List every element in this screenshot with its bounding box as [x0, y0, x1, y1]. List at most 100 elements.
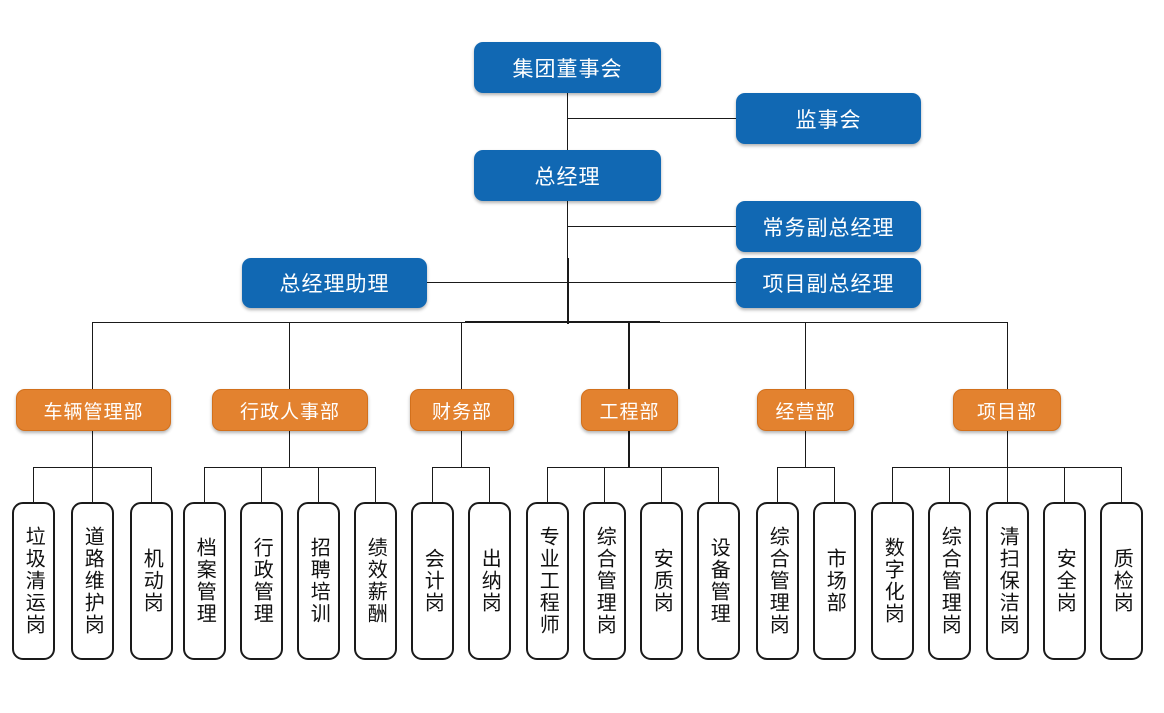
- connector-gm-assistant-to-project-deputy: [427, 282, 736, 283]
- connector-leaf-16: [892, 467, 893, 502]
- connector-dept-3-drop: [461, 430, 462, 467]
- leaf-position-box[interactable]: 行政管理: [240, 502, 283, 660]
- leaf-position-box[interactable]: 专业工程师: [526, 502, 569, 660]
- connector-leaf-14: [777, 467, 778, 502]
- node-board-of-directors[interactable]: 集团董事会: [474, 42, 661, 93]
- leaf-position-box[interactable]: 出纳岗: [468, 502, 511, 660]
- connector-dept-6-drop: [1007, 430, 1008, 467]
- connector-leaf-20: [1121, 467, 1122, 502]
- leaf-position-box[interactable]: 垃圾清运岗: [12, 502, 55, 660]
- leaf-position-box[interactable]: 绩效薪酬: [354, 502, 397, 660]
- department-label: 行政人事部: [239, 401, 340, 423]
- department-label: 工程部: [599, 401, 660, 423]
- leaf-position-box[interactable]: 数字化岗: [871, 502, 914, 660]
- leaf-position-label: 行政管理: [250, 537, 275, 625]
- leaf-position-label: 会计岗: [421, 548, 446, 614]
- leaf-position-label: 档案管理: [193, 537, 218, 625]
- connector-dept-1-drop: [92, 430, 93, 467]
- node-department-operations[interactable]: 经营部: [757, 389, 854, 431]
- leaf-position-box[interactable]: 档案管理: [183, 502, 226, 660]
- leaf-position-label: 综合管理岗: [593, 526, 618, 636]
- node-gm-assistant[interactable]: 总经理助理: [242, 258, 427, 308]
- node-general-manager[interactable]: 总经理: [474, 150, 661, 201]
- connector-leaf-17: [949, 467, 950, 502]
- node-executive-deputy-label: 常务副总经理: [762, 216, 895, 240]
- node-project-deputy-label: 项目副总经理: [762, 273, 895, 296]
- leaf-position-box[interactable]: 道路维护岗: [71, 502, 114, 660]
- connector-leaf-12: [661, 467, 662, 502]
- connector-dept-5-drop: [805, 430, 806, 467]
- connector-dept-2-drop: [289, 430, 290, 467]
- department-label: 经营部: [775, 401, 836, 423]
- leaf-position-box[interactable]: 综合管理岗: [928, 502, 971, 660]
- connector-bus-to-dept-4: [628, 322, 630, 389]
- leaf-position-box[interactable]: 招聘培训: [297, 502, 340, 660]
- connector-bus-to-dept-6: [1007, 322, 1008, 389]
- department-bus-bar-center: [465, 321, 660, 323]
- department-label: 财务部: [431, 401, 492, 423]
- leaf-position-box[interactable]: 质检岗: [1100, 502, 1143, 660]
- leaf-position-label: 垃圾清运岗: [22, 526, 47, 636]
- connector-gm-to-exec-deputy: [567, 226, 736, 227]
- connector-board-to-supervisory: [567, 118, 736, 119]
- leaf-position-label: 出纳岗: [478, 548, 503, 614]
- node-supervisory-board[interactable]: 监事会: [736, 93, 921, 144]
- leaf-position-box[interactable]: 机动岗: [130, 502, 173, 660]
- leaf-position-label: 清扫保洁岗: [996, 526, 1021, 636]
- connector-dept-4-drop: [628, 430, 630, 467]
- connector-leaf-2: [92, 467, 93, 502]
- leaf-position-label: 安全岗: [1053, 548, 1078, 614]
- leaf-position-label: 机动岗: [140, 548, 165, 614]
- connector-leaf-13: [718, 467, 719, 502]
- node-project-deputy-gm[interactable]: 项目副总经理: [736, 258, 921, 308]
- leaf-position-label: 市场部: [823, 548, 848, 614]
- node-board-label: 集团董事会: [512, 57, 623, 81]
- leaf-position-box[interactable]: 会计岗: [411, 502, 454, 660]
- leaf-position-box[interactable]: 综合管理岗: [756, 502, 799, 660]
- connector-leaf-15: [834, 467, 835, 502]
- node-department-finance[interactable]: 财务部: [410, 389, 514, 431]
- connector-leaf-6: [318, 467, 319, 502]
- department-label: 车辆管理部: [43, 401, 144, 423]
- subbus-dept-2: [204, 467, 375, 468]
- node-department-project[interactable]: 项目部: [953, 389, 1061, 431]
- leaf-position-label: 道路维护岗: [81, 526, 106, 636]
- connector-bus-to-dept-5: [805, 322, 806, 389]
- leaf-position-box[interactable]: 设备管理: [697, 502, 740, 660]
- connector-bus-to-dept-1: [92, 322, 93, 389]
- node-executive-deputy-gm[interactable]: 常务副总经理: [736, 201, 921, 252]
- node-gm-assistant-label: 总经理助理: [279, 273, 390, 296]
- connector-leaf-18: [1007, 467, 1008, 502]
- connector-leaf-7: [375, 467, 376, 502]
- node-supervisory-label: 监事会: [795, 108, 862, 132]
- node-department-admin-hr[interactable]: 行政人事部: [212, 389, 368, 431]
- leaf-position-label: 综合管理岗: [766, 526, 791, 636]
- subbus-dept-3: [432, 467, 489, 468]
- subbus-dept-5: [777, 467, 834, 468]
- connector-leaf-19: [1064, 467, 1065, 502]
- leaf-position-box[interactable]: 安质岗: [640, 502, 683, 660]
- leaf-position-label: 设备管理: [707, 537, 732, 625]
- connector-bus-to-dept-2: [289, 322, 290, 389]
- leaf-position-label: 数字化岗: [881, 537, 906, 625]
- connector-gm-spine: [567, 200, 568, 260]
- subbus-dept-4: [547, 467, 719, 468]
- connector-leaf-8: [432, 467, 433, 502]
- connector-gm-spine-lower: [567, 258, 569, 324]
- connector-leaf-3: [151, 467, 152, 502]
- leaf-position-box[interactable]: 市场部: [813, 502, 856, 660]
- leaf-position-label: 专业工程师: [536, 526, 561, 636]
- leaf-position-box[interactable]: 清扫保洁岗: [986, 502, 1029, 660]
- connector-leaf-9: [489, 467, 490, 502]
- connector-board-to-gm: [567, 92, 568, 150]
- subbus-dept-6: [892, 467, 1121, 468]
- node-department-engineering[interactable]: 工程部: [581, 389, 678, 431]
- connector-leaf-1: [33, 467, 34, 502]
- leaf-position-box[interactable]: 综合管理岗: [583, 502, 626, 660]
- department-label: 项目部: [976, 401, 1037, 423]
- node-department-vehicle-management[interactable]: 车辆管理部: [16, 389, 171, 431]
- leaf-position-box[interactable]: 安全岗: [1043, 502, 1086, 660]
- leaf-position-label: 综合管理岗: [938, 526, 963, 636]
- node-general-manager-label: 总经理: [534, 165, 601, 189]
